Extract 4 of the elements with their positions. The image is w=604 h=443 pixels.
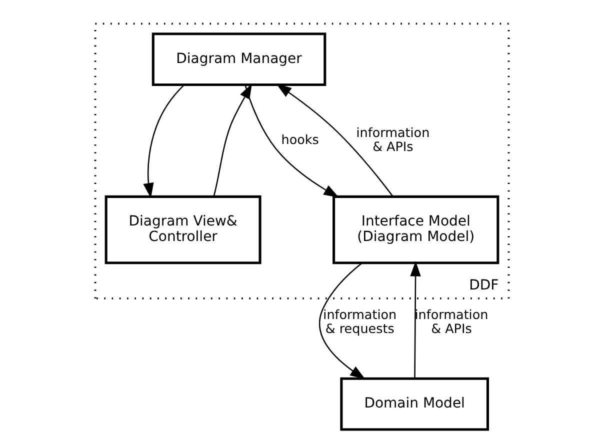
edge-label: information & APIs <box>356 124 430 154</box>
edge-label: information & requests <box>323 306 397 336</box>
edge-label: hooks <box>281 132 319 147</box>
edge-label: information & APIs <box>414 306 488 336</box>
